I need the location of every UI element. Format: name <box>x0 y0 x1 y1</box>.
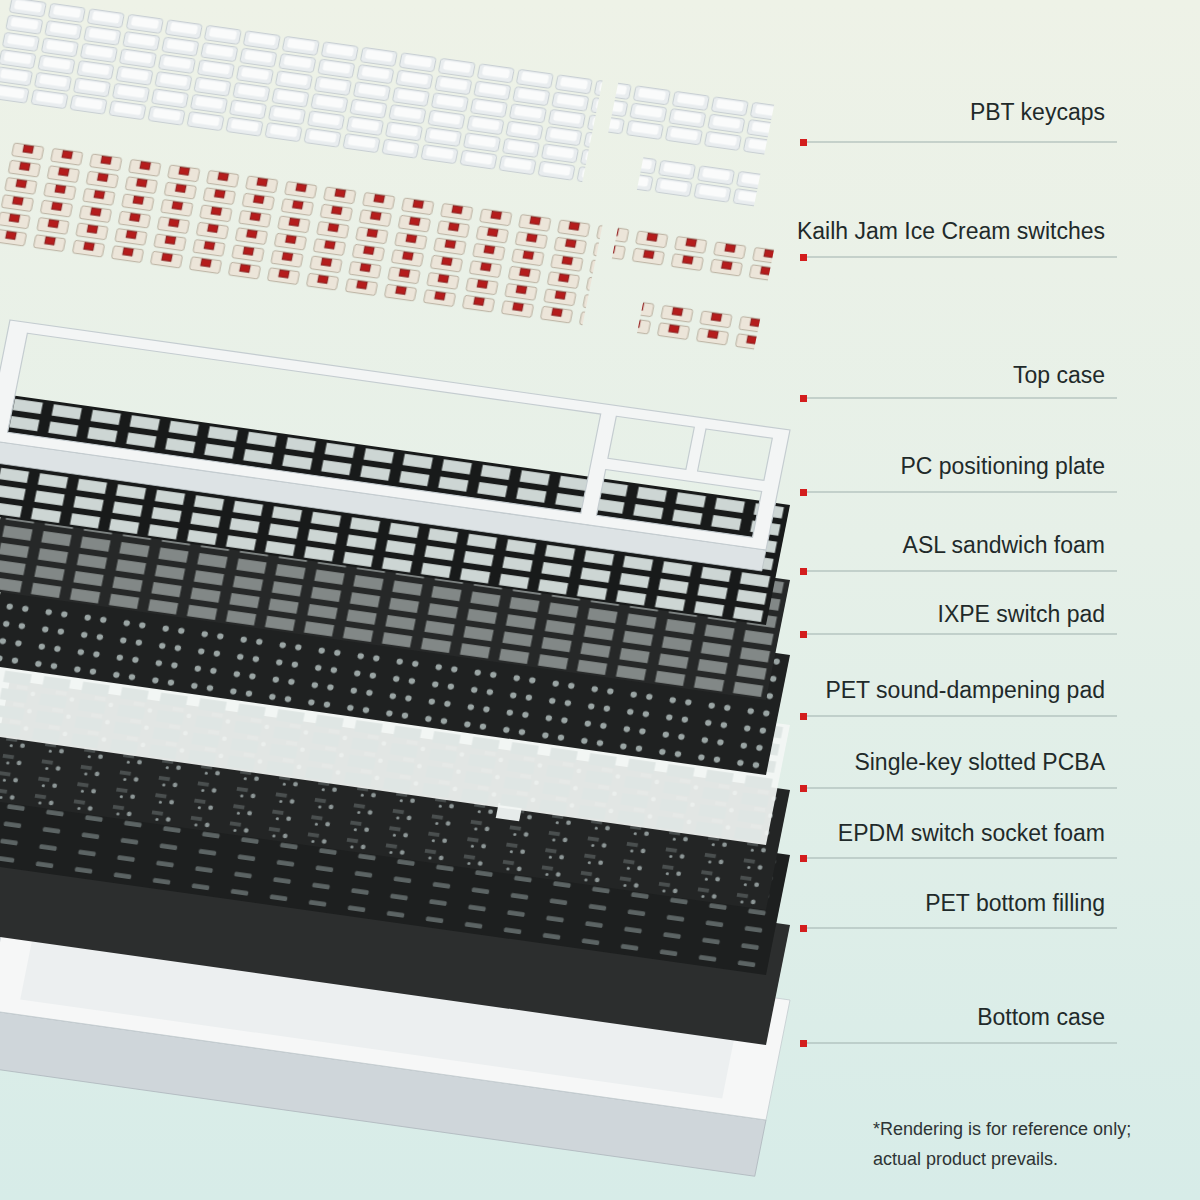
case-frame <box>0 320 790 550</box>
leader-dot <box>800 139 807 146</box>
keycaps-main <box>0 0 603 183</box>
leader-line <box>806 634 1117 635</box>
part-label: PBT keycaps <box>970 98 1105 126</box>
leader-lines <box>806 142 1117 1043</box>
leader-dot <box>800 785 807 792</box>
part-label: Single-key slotted PCBA <box>854 748 1105 776</box>
switches-nav <box>612 226 775 282</box>
keycaps-nav <box>608 82 774 156</box>
leader-line <box>806 716 1117 717</box>
part-label: ASL sandwich foam <box>903 531 1105 559</box>
leader-line <box>806 928 1117 929</box>
part-label: PET sound-dampening pad <box>825 676 1105 704</box>
leader-dot <box>800 1040 807 1047</box>
part-label: EPDM switch socket foam <box>838 819 1105 847</box>
leader-line <box>806 257 1117 258</box>
leader-dot <box>800 489 807 496</box>
part-label: IXPE switch pad <box>938 600 1105 628</box>
leader-dot <box>800 631 807 638</box>
part-label: Kailh Jam Ice Cream switches <box>797 217 1105 245</box>
part-label: Bottom case <box>977 1003 1105 1031</box>
footnote: *Rendering is for reference only; actual… <box>873 1114 1173 1174</box>
part-label: PC positioning plate <box>900 452 1105 480</box>
leader-dot <box>800 395 807 402</box>
switch-set <box>0 140 774 351</box>
leader-dot <box>800 568 807 575</box>
leader-dot <box>800 855 807 862</box>
part-label: Top case <box>1013 361 1105 389</box>
leader-line <box>806 492 1117 493</box>
leader-dot <box>800 925 807 932</box>
keycap-set <box>0 0 774 207</box>
leader-dot <box>800 254 807 261</box>
leader-line <box>806 1043 1117 1044</box>
leader-dot <box>800 713 807 720</box>
leader-line <box>806 571 1117 572</box>
top-case <box>0 320 790 571</box>
leader-line <box>806 788 1117 789</box>
case-wall <box>0 440 766 571</box>
leader-line <box>806 398 1117 399</box>
part-label: PET bottom filling <box>925 889 1105 917</box>
leader-line <box>806 858 1117 859</box>
leader-line <box>806 142 1117 143</box>
leader-dots <box>800 139 807 1047</box>
keycaps-arrows <box>637 156 761 207</box>
switches-arrows <box>637 300 761 351</box>
